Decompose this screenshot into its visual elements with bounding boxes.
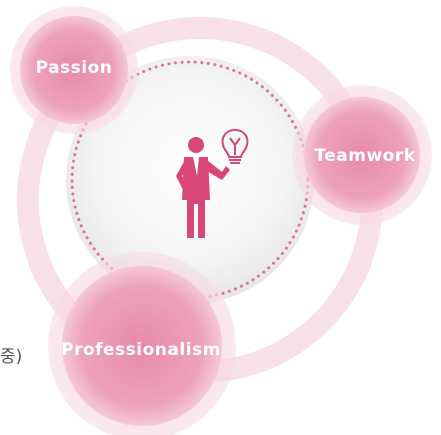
side-text: 중) <box>0 347 23 367</box>
passion-label: Passion <box>35 58 113 78</box>
teamwork-label: Teamwork <box>314 146 416 166</box>
lightbulb-icon <box>221 128 249 164</box>
passion-bubble <box>10 6 138 134</box>
professionalism-label: Professionalism <box>61 340 221 360</box>
professionalism-bubble <box>48 252 236 435</box>
person-icon <box>176 137 230 238</box>
teamwork-bubble <box>292 85 432 225</box>
